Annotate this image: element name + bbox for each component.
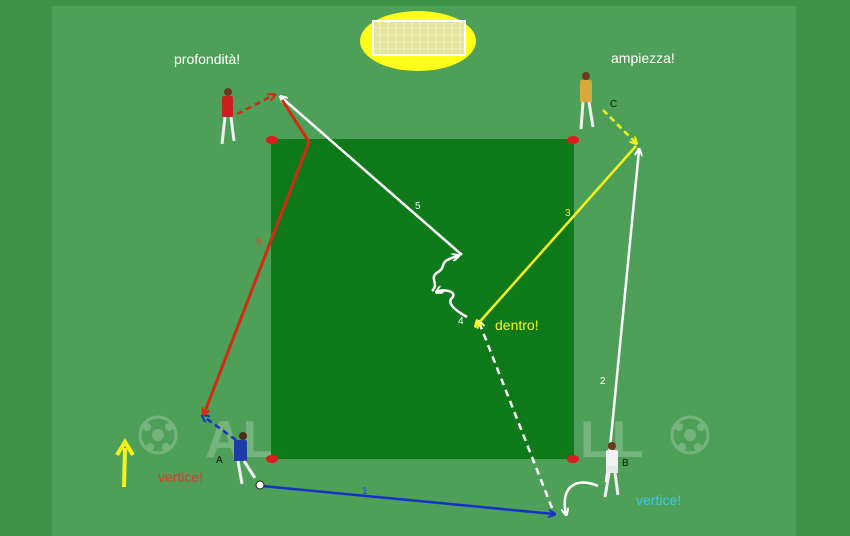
player-b-label: B	[622, 458, 629, 469]
pass-5-line	[281, 97, 463, 256]
label-vertex-right: vertice!	[636, 492, 681, 508]
goal	[360, 11, 476, 71]
run-b-line	[565, 481, 599, 514]
run-red-line	[236, 95, 274, 116]
player-c	[579, 72, 595, 130]
player-b	[603, 442, 620, 498]
watermark-ball-icon	[138, 415, 178, 455]
dribble-4-line	[437, 290, 468, 319]
label-inside: dentro!	[495, 317, 539, 333]
run-c-line	[602, 109, 636, 143]
cone-icon	[567, 455, 579, 463]
pass-number-1: 1	[362, 486, 368, 497]
cone-icon	[266, 455, 278, 463]
label-depth: profondità!	[174, 51, 240, 67]
player-c-label: C	[610, 99, 617, 110]
attack-direction-arrow-icon	[115, 438, 135, 488]
pass-number-3: 3	[565, 208, 571, 219]
cone-icon	[567, 136, 579, 144]
pass-3-line	[476, 145, 637, 326]
pass-number-6: 6	[256, 236, 262, 247]
player-a	[234, 432, 265, 490]
pass-number-2: 2	[600, 376, 606, 387]
dribble-4b-line	[431, 256, 458, 292]
watermark-ball-icon	[670, 415, 710, 455]
pass-1-line	[261, 484, 554, 514]
player-a-label: A	[216, 455, 223, 466]
ball-icon	[255, 480, 265, 490]
cone-icon	[266, 136, 278, 144]
label-width: ampiezza!	[611, 50, 675, 66]
training-square	[271, 139, 574, 459]
run-inside-line	[479, 322, 554, 509]
cones	[266, 136, 579, 463]
label-vertex-left: vertice!	[158, 469, 203, 485]
pass-number-5: 5	[415, 201, 421, 212]
pass-number-4: 4	[458, 316, 464, 327]
player-red	[220, 88, 236, 145]
pass-6-line	[204, 99, 311, 414]
run-a-line	[203, 416, 237, 442]
